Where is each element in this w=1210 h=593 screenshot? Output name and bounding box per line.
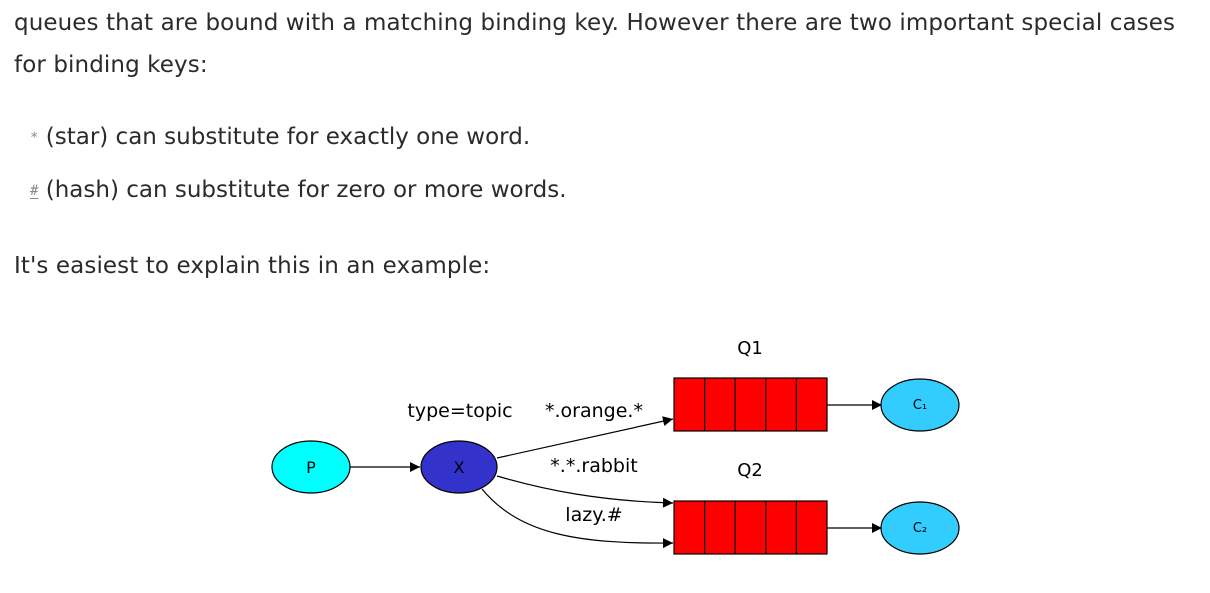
edge-x-to-q1 <box>496 416 674 459</box>
hash-description: (hash) can substitute for zero or more w… <box>45 177 567 203</box>
example-intro-paragraph: It's easiest to explain this in an examp… <box>14 253 491 279</box>
exchange-node <box>420 440 498 494</box>
binding-rabbit-label: *.*.rabbit <box>550 455 637 477</box>
edge-x-to-q2-rabbit <box>496 475 674 508</box>
hash-symbol: # <box>30 183 39 199</box>
queue2-frame <box>673 500 828 555</box>
queue1-label: Q1 <box>737 338 763 359</box>
list-item-star: * (star) can substitute for exactly one … <box>30 118 567 171</box>
producer-node <box>271 440 351 494</box>
binding-key-cases-list: * (star) can substitute for exactly one … <box>30 118 567 224</box>
queue2-label: Q2 <box>737 460 763 481</box>
list-item-hash: # (hash) can substitute for zero or more… <box>30 171 567 224</box>
queue1-node <box>673 377 828 432</box>
consumer1-label: C₁ <box>913 398 927 413</box>
star-symbol: * <box>30 130 39 146</box>
binding-orange-label: *.orange.* <box>545 400 643 422</box>
consumer2-node <box>880 501 960 555</box>
star-description: (star) can substitute for exactly one wo… <box>45 124 531 150</box>
binding-lazy-label: lazy.# <box>565 504 622 526</box>
queue1-frame <box>673 377 828 432</box>
consumer1-node <box>880 378 960 432</box>
queue2-node <box>673 500 828 555</box>
exchange-type-label: type=topic <box>407 400 512 422</box>
consumer2-label: C₂ <box>913 521 927 536</box>
exchange-label: X <box>454 458 465 477</box>
edge-x-to-q2-lazy <box>481 488 674 549</box>
producer-label: P <box>306 458 316 477</box>
intro-paragraph: queues that are bound with a matching bi… <box>14 10 1176 78</box>
